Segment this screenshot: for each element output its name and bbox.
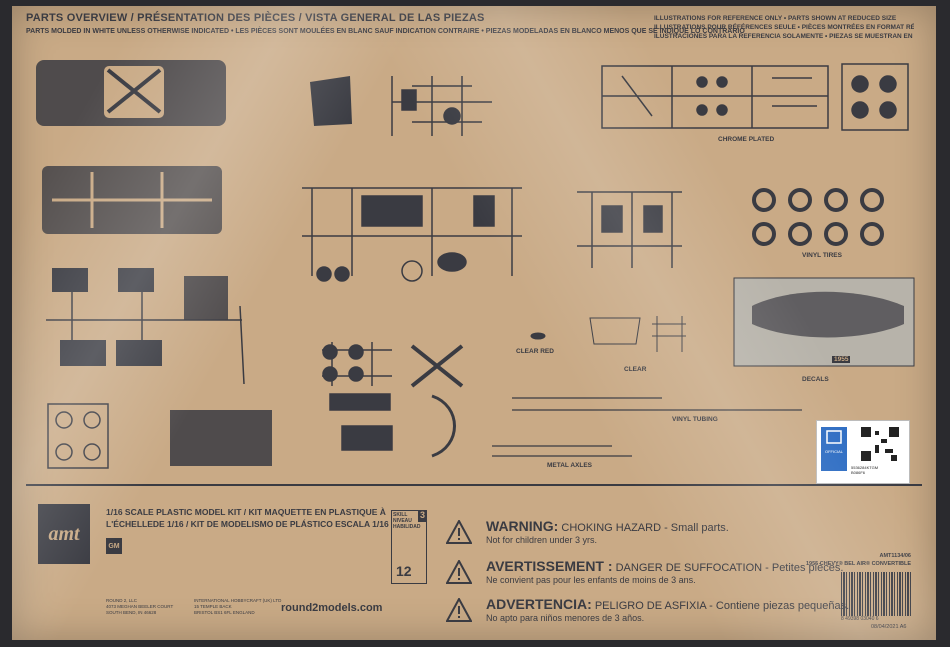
product-sku: AMT1134/06 1955 CHEVY® BEL AIR® CONVERTI… — [806, 553, 911, 567]
parts-illustrations — [36, 60, 915, 469]
warning-triangle-icon — [446, 598, 472, 622]
chrome-tree — [601, 65, 829, 129]
vinyl-tubing-label: VINYL TUBING — [672, 416, 718, 423]
vinyl-tubing-line — [512, 397, 802, 411]
clear-label: CLEAR — [624, 366, 647, 373]
print-date: 08/04/2021 A6 — [871, 624, 907, 630]
decal-year-label: 1955 — [832, 356, 851, 363]
amt-logo: amt — [38, 504, 90, 564]
skill-label: SKILL NIVEAU HABILIDAD — [393, 512, 421, 530]
skill-level-box: SKILL NIVEAU HABILIDAD 3 12 — [391, 510, 427, 584]
barcode — [841, 572, 911, 616]
kit-box-back: PARTS OVERVIEW / PRÉSENTATION DES PIÈCES… — [12, 6, 936, 640]
sticker-code: 5536284KTGM B086F6 — [851, 465, 879, 475]
hood-part — [310, 76, 352, 126]
gauge-part — [47, 403, 109, 469]
website-url: round2models.com — [281, 602, 383, 614]
interior-sprue-tree — [46, 268, 245, 385]
skill-level: 3 — [418, 510, 427, 522]
official-badge: OFFICIAL — [821, 427, 847, 471]
clear-parts — [530, 316, 686, 352]
kit-scale-title: 1/16 SCALE PLASTIC MODEL KIT / KIT MAQUE… — [106, 507, 389, 529]
wheel-hub-tree — [841, 63, 909, 131]
metal-axles-line — [492, 445, 632, 457]
molded-in-white-note: PARTS MOLDED IN WHITE UNLESS OTHERWISE I… — [26, 28, 745, 35]
age-rating: 12 — [396, 563, 412, 579]
sprue-tree-top — [391, 76, 492, 136]
chassis-part — [42, 166, 222, 234]
decal-sheet — [733, 277, 915, 367]
qr-code-icon — [861, 427, 899, 461]
address-uk: INTERNATIONAL HOBBYCRAFT (UK) LTD 15 TEM… — [194, 598, 282, 615]
wheel-sprue-tree — [322, 342, 464, 458]
seal-icon — [821, 427, 847, 449]
vinyl-tires-label: VINYL TIRES — [802, 252, 842, 259]
gm-badge: GM — [106, 538, 122, 554]
barcode-number: 8 49398 03040 6 — [841, 616, 879, 622]
car-body-part — [36, 60, 226, 126]
warning-triangle-icon — [446, 560, 472, 584]
reference-note: ILLUSTRATIONS FOR REFERENCE ONLY • PARTS… — [654, 15, 914, 40]
dash-part — [170, 410, 272, 466]
clear-red-label: CLEAR RED — [516, 348, 554, 355]
vinyl-tires — [752, 188, 884, 246]
bottom-info-panel: amt 1/16 SCALE PLASTIC MODEL KIT / KIT M… — [26, 484, 922, 634]
decals-label: DECALS — [802, 376, 829, 383]
official-sticker: OFFICIAL 5536284KTGM B086F6 — [816, 420, 910, 484]
engine-sprue-tree — [302, 187, 522, 282]
chrome-plated-label: CHROME PLATED — [718, 136, 775, 143]
warning-triangle-icon — [446, 520, 472, 544]
metal-axles-label: METAL AXLES — [547, 462, 593, 469]
address-us: ROUND 2, LLC 4073 MEGHAN BEELER COURT SO… — [106, 598, 174, 615]
parts-overview-title: PARTS OVERVIEW / PRÉSENTATION DES PIÈCES… — [26, 12, 485, 24]
suspension-sprue-tree — [577, 191, 682, 268]
